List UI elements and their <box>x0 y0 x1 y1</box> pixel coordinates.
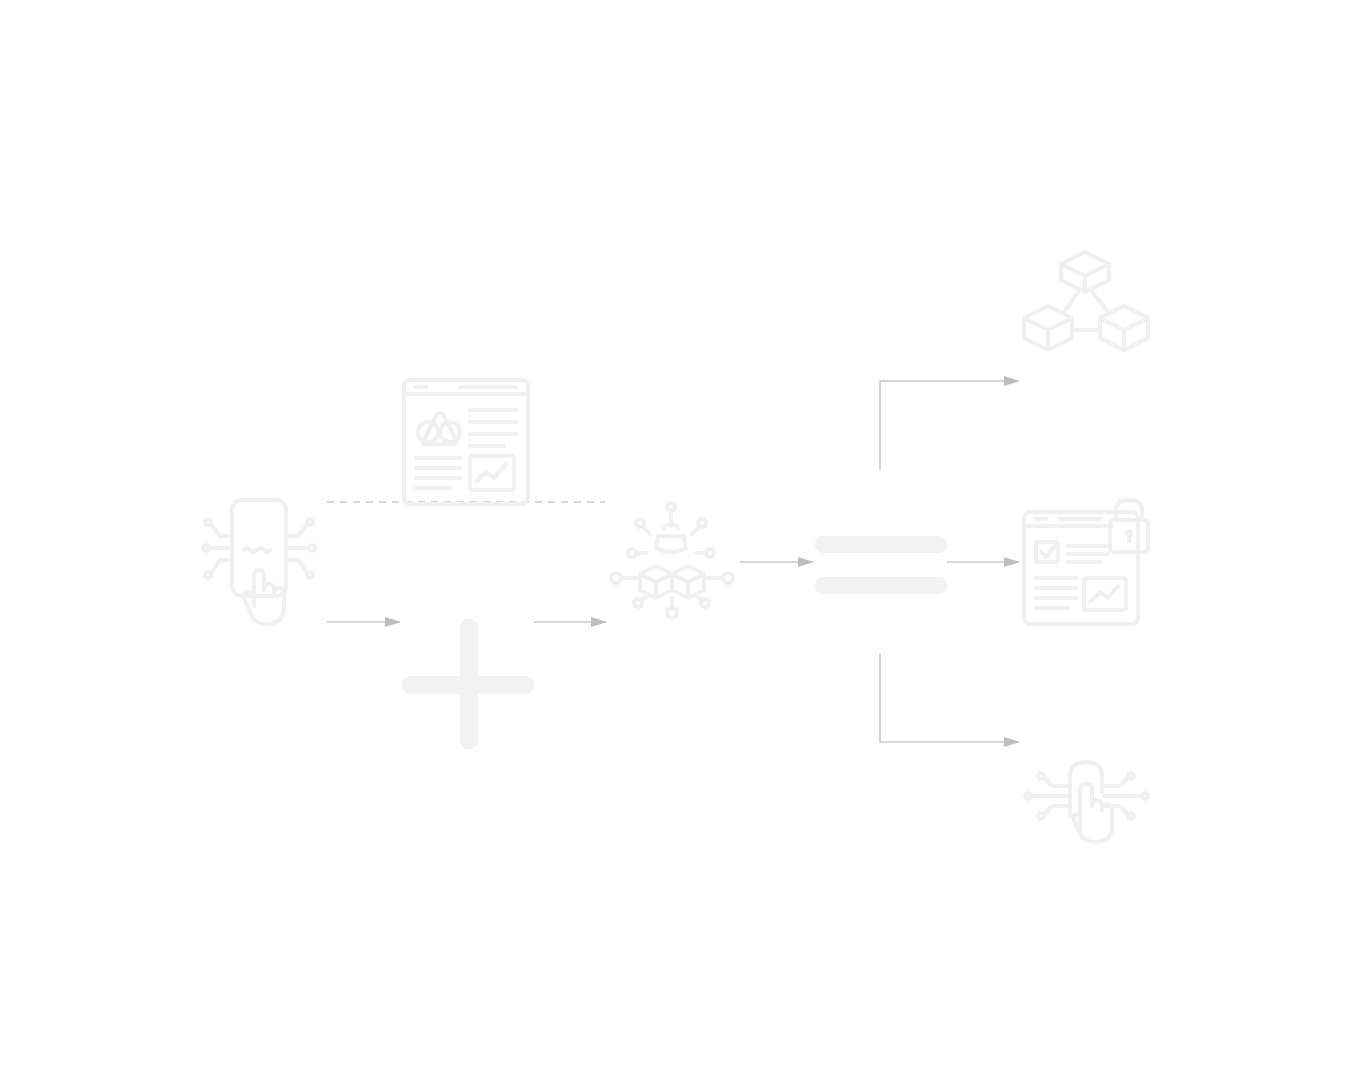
hand-touch-circuit-icon <box>1023 760 1150 844</box>
network-hub-icon <box>609 501 735 620</box>
browser-dashboard-icon <box>402 378 530 506</box>
hand-pointer-circuit-device-icon <box>201 498 317 626</box>
secure-browser-dashboard-icon <box>1022 498 1150 626</box>
equals-icon <box>815 536 947 594</box>
plus-icon <box>402 619 534 749</box>
blockchain-cubes-icon <box>1022 250 1150 352</box>
connector-arrow-equals-to-blockchain <box>879 376 1020 470</box>
connector-arrow-equals-to-touch-circuit <box>879 654 1020 747</box>
